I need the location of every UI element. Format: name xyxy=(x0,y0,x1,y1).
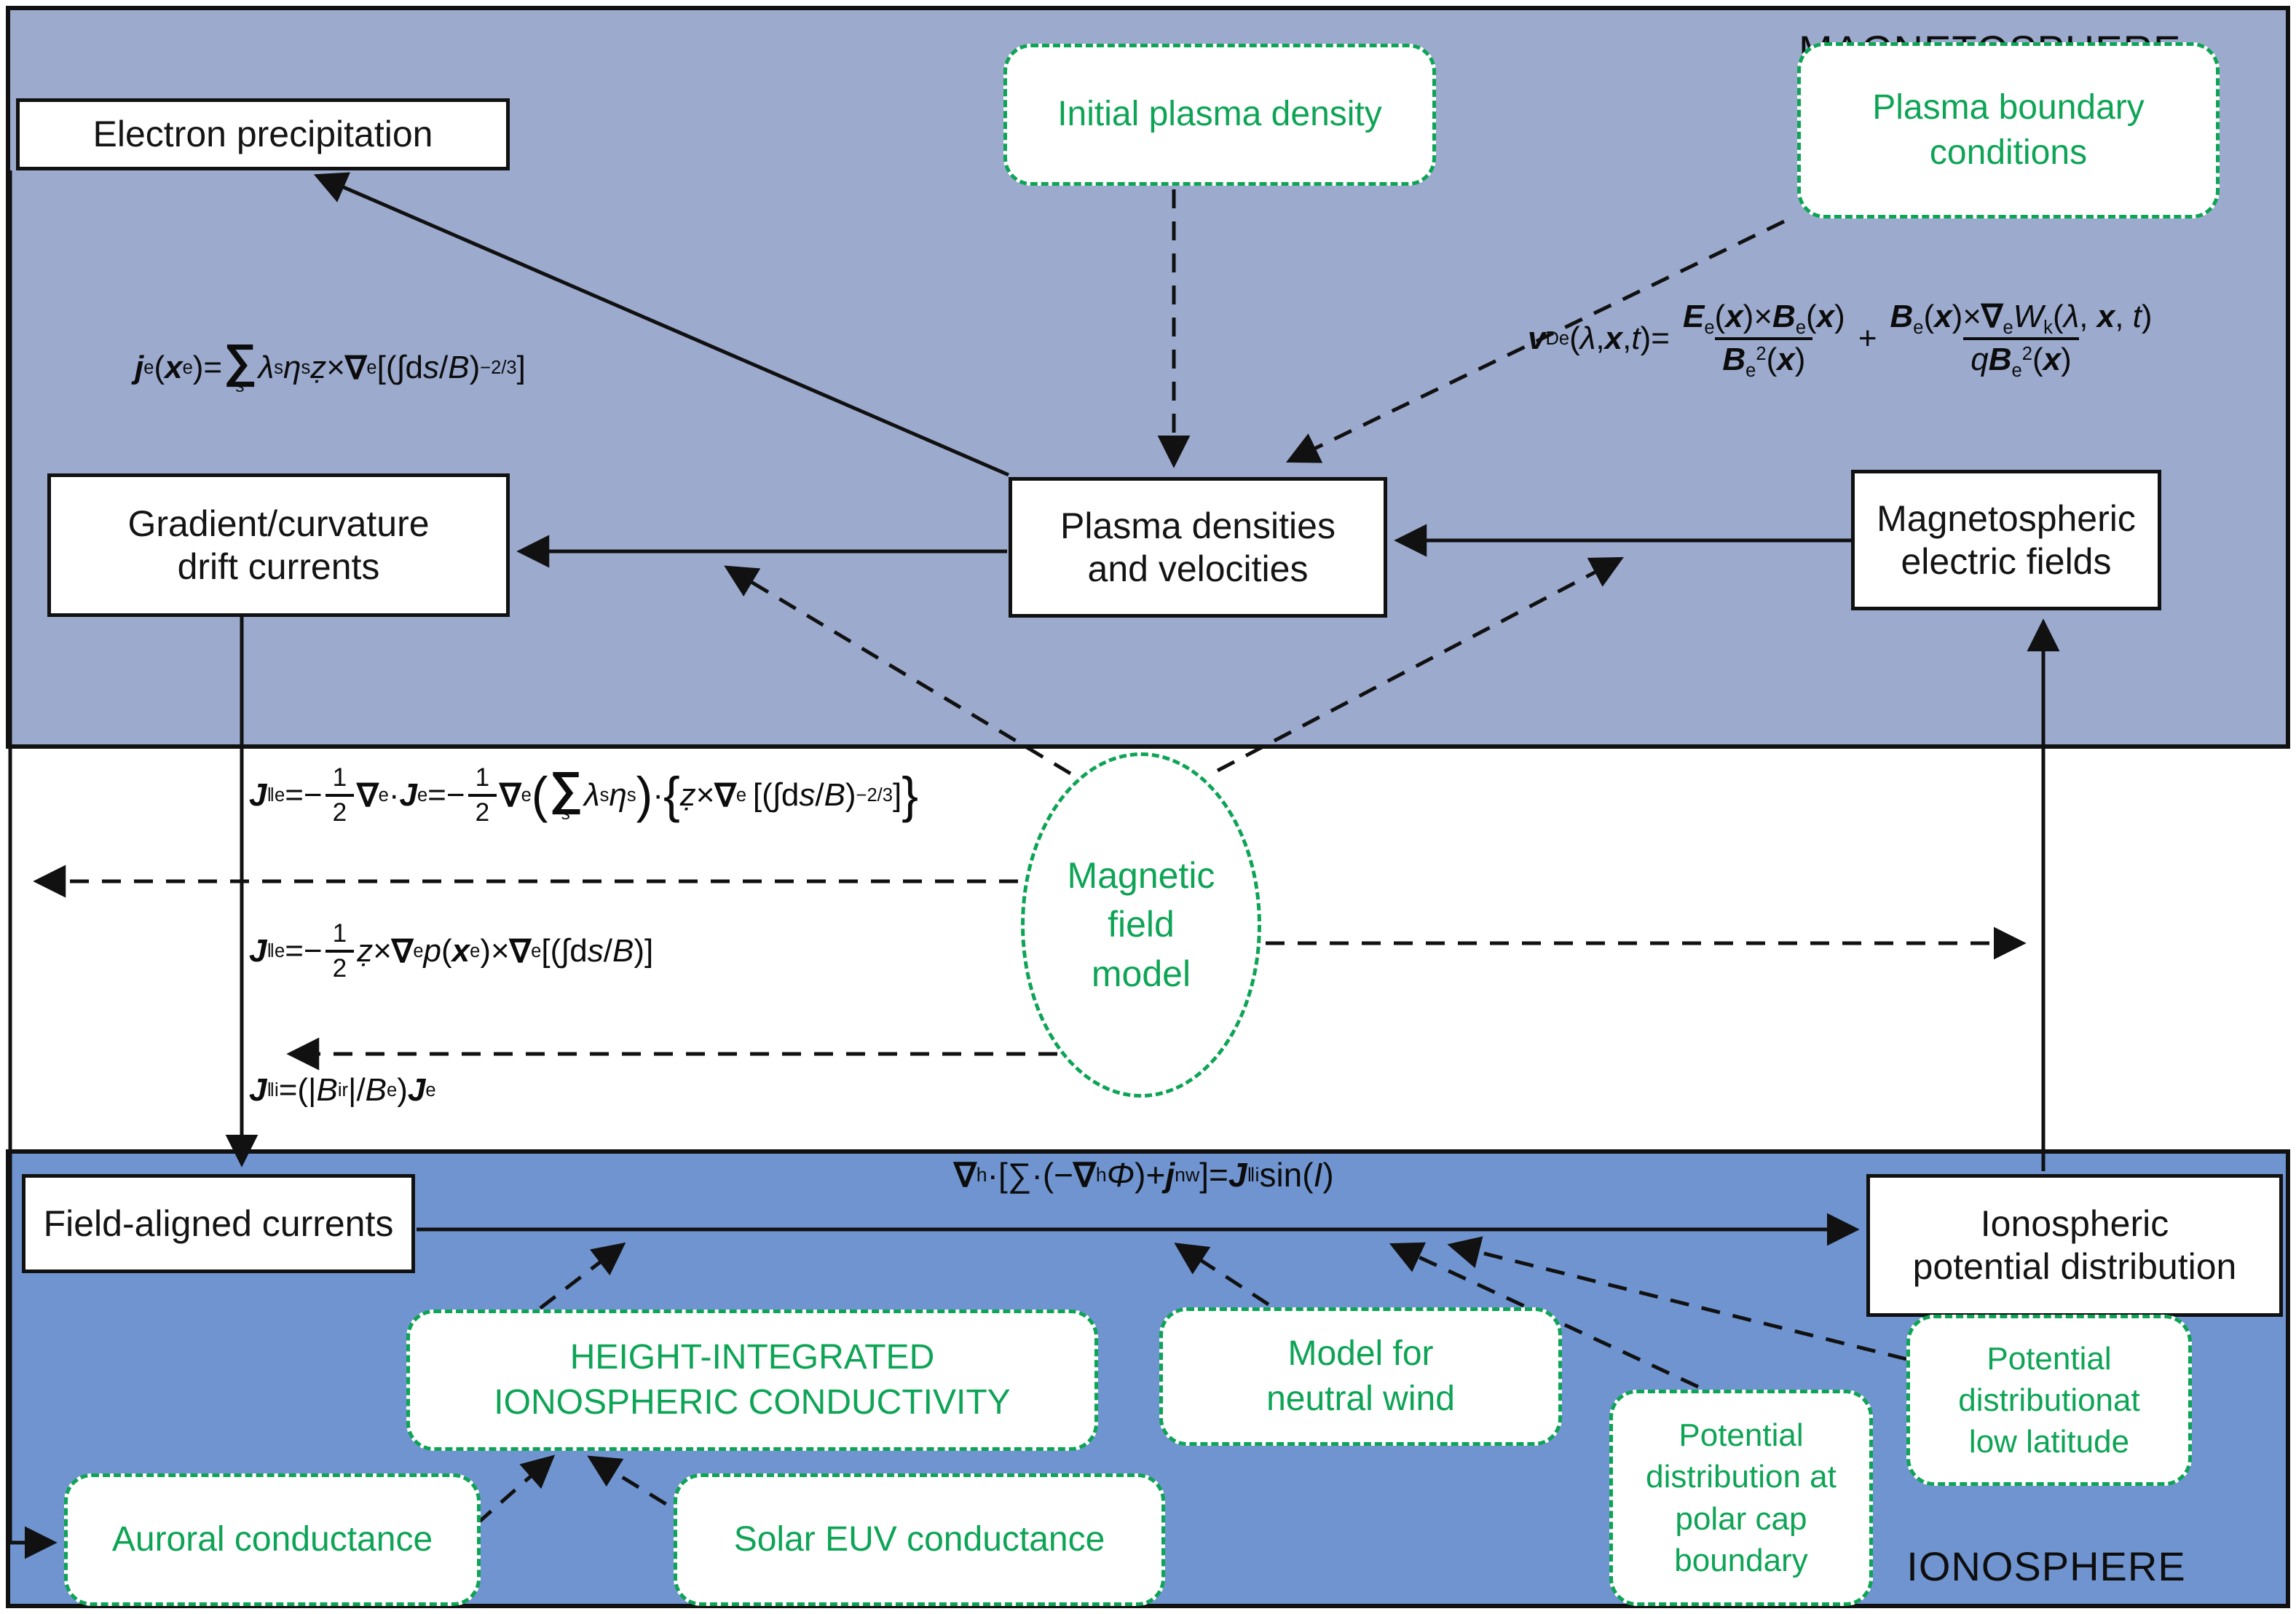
height-integrated-conductivity-label: HEIGHT-INTEGRATED IONOSPHERIC CONDUCTIVI… xyxy=(494,1337,1011,1422)
field-aligned-currents-label: Field-aligned currents xyxy=(43,1202,394,1244)
box-potential-low-latitude: Potential distributionat low latitude xyxy=(1906,1315,2192,1486)
box-ionospheric-potential: Ionospheric potential distribution xyxy=(1866,1174,2283,1317)
gradient-curvature-label: Gradient/curvature drift currents xyxy=(127,503,430,587)
box-initial-plasma-density: Initial plasma density xyxy=(1003,44,1436,186)
solar-euv-conductance-label: Solar EUV conductance xyxy=(733,1519,1105,1559)
box-gradient-curvature: Gradient/curvature drift currents xyxy=(47,473,510,617)
box-height-integrated-conductivity: HEIGHT-INTEGRATED IONOSPHERIC CONDUCTIVI… xyxy=(406,1310,1098,1451)
box-auroral-conductance: Auroral conductance xyxy=(64,1473,481,1606)
auroral-conductance-label: Auroral conductance xyxy=(111,1519,433,1559)
initial-plasma-density-label: Initial plasma density xyxy=(1057,95,1382,134)
plasma-densities-label: Plasma densities and velocities xyxy=(1060,505,1336,589)
box-field-aligned-currents: Field-aligned currents xyxy=(22,1174,415,1273)
plasma-boundary-conditions-label: Plasma boundary conditions xyxy=(1872,87,2145,172)
box-model-neutral-wind: Model for neutral wind xyxy=(1159,1307,1562,1446)
magnetic-field-model-label: Magnetic field model xyxy=(1067,854,1215,994)
box-solar-euv-conductance: Solar EUV conductance xyxy=(674,1473,1165,1606)
box-electron-precipitation: Electron precipitation xyxy=(16,98,510,170)
magnetospheric-fields-label: Magnetospheric electric fields xyxy=(1877,497,2136,582)
potential-low-latitude-label: Potential distributionat low latitude xyxy=(1958,1340,2140,1460)
potential-polar-cap-label: Potential distribution at polar cap boun… xyxy=(1646,1417,1837,1578)
electron-precipitation-label: Electron precipitation xyxy=(92,114,433,154)
ionosphere-label: IONOSPHERE xyxy=(1906,1543,2186,1589)
box-magnetospheric-fields: Magnetospheric electric fields xyxy=(1851,470,2161,610)
box-potential-polar-cap: Potential distribution at polar cap boun… xyxy=(1609,1390,1873,1606)
box-plasma-densities: Plasma densities and velocities xyxy=(1009,477,1387,618)
model-neutral-wind-label: Model for neutral wind xyxy=(1266,1334,1455,1418)
box-magnetic-field-model: Magnetic field model xyxy=(1021,752,1261,1098)
box-plasma-boundary-conditions: Plasma boundary conditions xyxy=(1797,42,2220,219)
ionospheric-potential-label: Ionospheric potential distribution xyxy=(1912,1203,2237,1287)
